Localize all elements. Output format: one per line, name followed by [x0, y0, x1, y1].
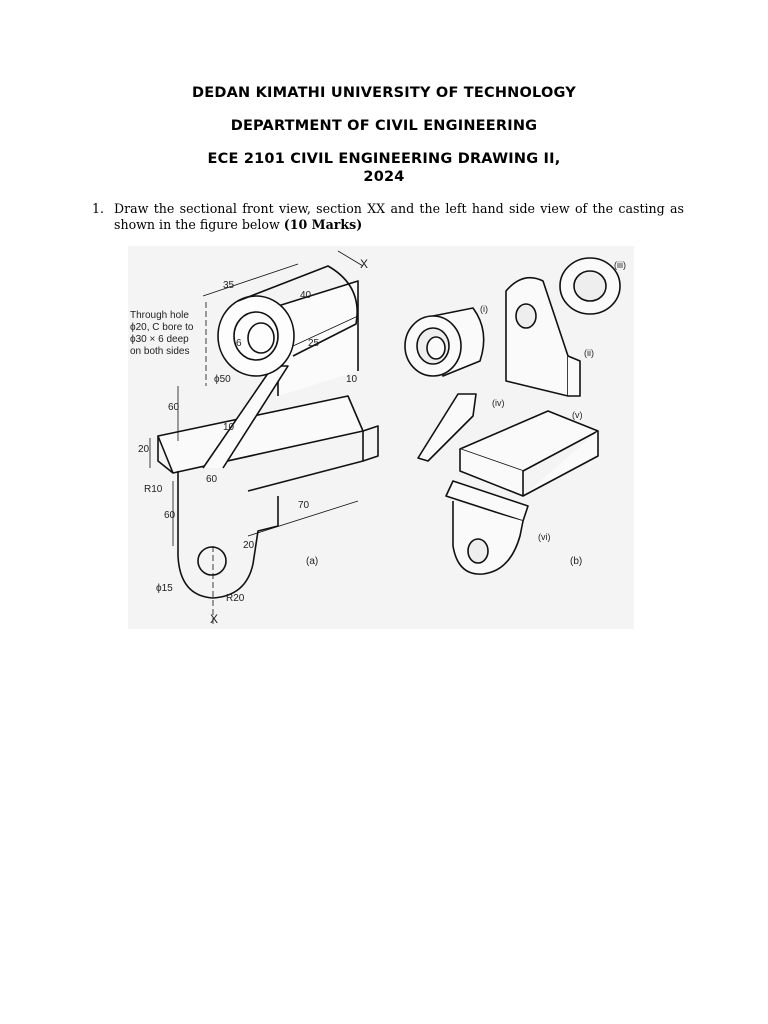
dim-10-wall: 10 — [346, 374, 358, 385]
course-title-line1: ECE 2101 CIVIL ENGINEERING DRAWING II, — [207, 151, 561, 167]
casting-figure: Through hole ϕ20, C bore to ϕ30 × 6 deep… — [128, 246, 634, 629]
dim-r10: R10 — [144, 484, 163, 495]
dim-r20: R20 — [226, 593, 245, 604]
figure-dimension-labels: Through hole ϕ20, C bore to ϕ30 × 6 deep… — [130, 257, 582, 626]
dim-20-lug: 20 — [243, 540, 255, 551]
dim-70: 70 — [298, 500, 310, 511]
department-title: DEPARTMENT OF CIVIL ENGINEERING — [230, 118, 538, 134]
dim-20-base: 20 — [138, 444, 150, 455]
dim-25: 25 — [308, 338, 320, 349]
dim-60-lug: 60 — [164, 510, 176, 521]
label-part-iii: (iii) — [614, 260, 626, 270]
through-hole-note-2: ϕ20, C bore to — [130, 322, 194, 333]
dim-60-depth: 60 — [206, 474, 218, 485]
label-part-i: (i) — [480, 304, 488, 314]
part-i — [404, 307, 485, 377]
question-number: 1. — [92, 201, 105, 216]
part-vi — [445, 480, 529, 575]
university-title: DEDAN KIMATHI UNIVERSITY OF TECHNOLOGY — [192, 85, 576, 101]
part-iv — [417, 393, 477, 462]
course-title-line2: 2024 — [363, 169, 405, 185]
part-iii — [559, 257, 621, 315]
label-part-ii: (ii) — [584, 348, 594, 358]
question-marks: (10 Marks) — [283, 216, 363, 232]
label-part-iv: (iv) — [492, 398, 505, 408]
dim-6: 6 — [236, 338, 242, 349]
through-hole-note-4: on both sides — [130, 346, 190, 357]
through-hole-note-1: Through hole — [130, 310, 189, 321]
label-a: (a) — [306, 556, 318, 567]
label-part-vi: (vi) — [538, 532, 551, 542]
dim-10-rib: 10 — [223, 422, 235, 433]
dim-40: 40 — [300, 290, 312, 301]
part-ii — [505, 276, 581, 397]
dim-phi50: ϕ50 — [214, 374, 231, 385]
label-part-v: (v) — [572, 410, 583, 420]
dim-phi15: ϕ15 — [156, 583, 173, 594]
section-mark-bottom: X — [210, 612, 218, 626]
question-text: Draw the sectional front view, section X… — [114, 201, 684, 232]
casting-isometric — [149, 250, 379, 626]
section-mark-top: X — [360, 257, 368, 271]
course-title: ECE 2101 CIVIL ENGINEERING DRAWING II, 2… — [0, 150, 768, 186]
dim-60-height: 60 — [168, 402, 180, 413]
exploded-parts — [404, 257, 621, 575]
question-body: Draw the sectional front view, section X… — [114, 201, 684, 232]
label-b: (b) — [570, 556, 582, 567]
dim-35: 35 — [223, 280, 235, 291]
part-v — [459, 410, 599, 497]
through-hole-note-3: ϕ30 × 6 deep — [130, 334, 189, 345]
part-labels: (i) (ii) (iii) (iv) (v) (vi) — [480, 260, 626, 542]
